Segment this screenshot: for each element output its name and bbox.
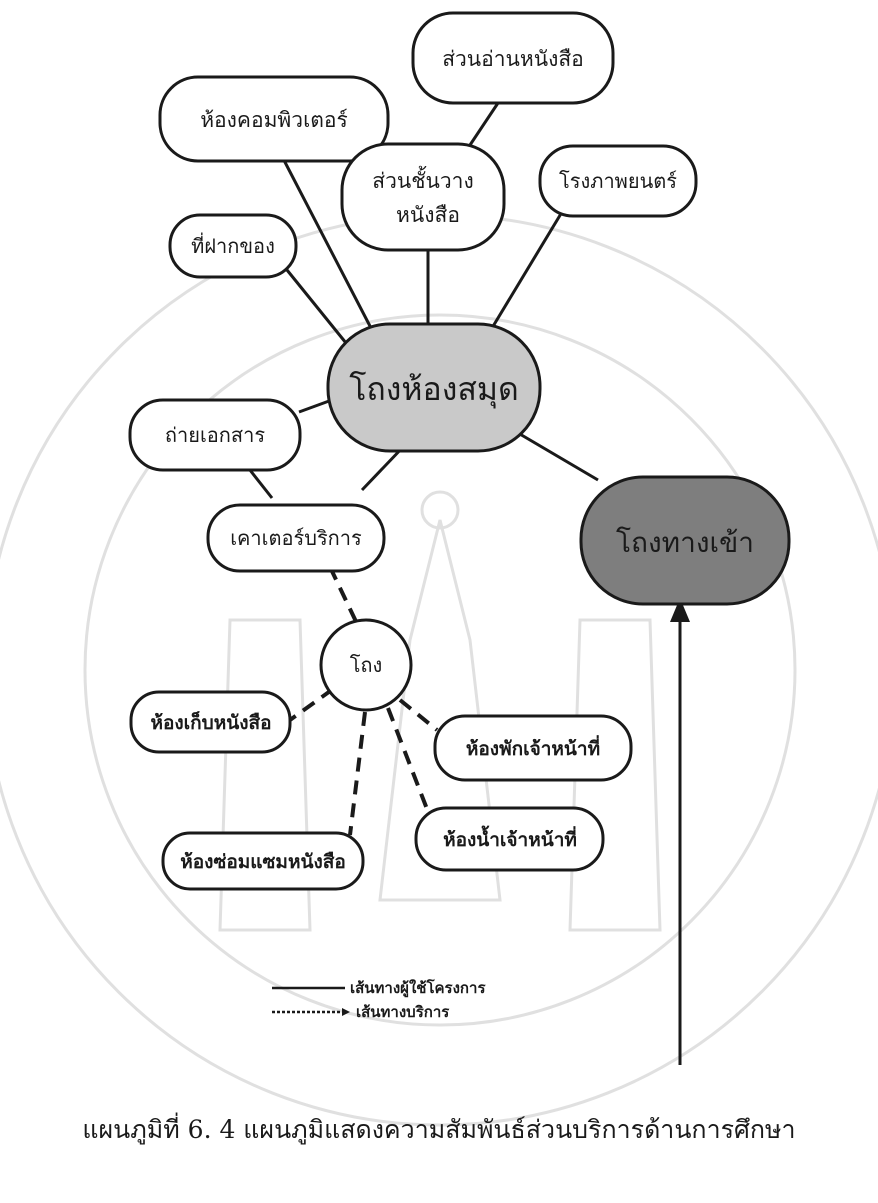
node-staff-lounge: ห้องพักเจ้าหน้าที่ xyxy=(433,714,633,782)
edge-cinema-to-libhall xyxy=(490,211,564,329)
node-computer-room: ห้องคอมพิวเตอร์ xyxy=(158,75,390,163)
node-staff-restroom-label: ห้องน้ำเจ้าหน้าที่ xyxy=(443,825,577,851)
legend-dashed-arrowhead xyxy=(342,1008,350,1016)
node-library-hall-label: โถงห้องสมุด xyxy=(349,370,519,409)
node-computer-room-label: ห้องคอมพิวเตอร์ xyxy=(200,108,348,132)
node-book-repair: ห้องซ่อมแซมหนังสือ xyxy=(161,831,365,891)
node-cinema-label: โรงภาพยนตร์ xyxy=(559,169,677,193)
edge-hall-to-repair xyxy=(348,711,367,836)
node-book-storage: ห้องเก็บหนังสือ xyxy=(129,690,292,754)
node-staff-restroom: ห้องน้ำเจ้าหน้าที่ xyxy=(414,806,605,872)
edge-counter-to-hall xyxy=(328,566,362,631)
node-locker: ที่ฝากของ xyxy=(168,213,298,279)
node-book-storage-label: ห้องเก็บหนังสือ xyxy=(150,710,271,734)
legend-service-route-label: เส้นทางบริการ xyxy=(356,1003,450,1021)
node-reading-area-label: ส่วนอ่านหนังสือ xyxy=(442,47,584,71)
node-service-counter: เคาเตอร์บริการ xyxy=(206,503,386,573)
node-entrance-hall: โถงทางเข้า xyxy=(579,475,791,606)
node-hall: โถง xyxy=(319,618,413,712)
edge-hall-to-lounge xyxy=(398,698,439,732)
edge-locker-to-libhall xyxy=(285,269,348,344)
node-service-counter-label: เคาเตอร์บริการ xyxy=(230,526,362,550)
node-reading-area: ส่วนอ่านหนังสือ xyxy=(411,11,615,105)
node-photocopy: ถ่ายเอกสาร xyxy=(128,398,302,472)
node-book-repair-label: ห้องซ่อมแซมหนังสือ xyxy=(180,851,346,873)
edge-reading-to-bookshelf xyxy=(466,102,500,149)
edge-computer-to-libhall xyxy=(272,140,374,331)
edge-hall-to-restroom xyxy=(386,707,434,823)
node-bookshelf-label-1: ส่วนชั้นวาง xyxy=(372,166,473,193)
edge-hall-to-storage xyxy=(288,687,335,722)
edge-libhall-to-entrance xyxy=(512,428,599,482)
user-route-arrowhead xyxy=(670,598,690,622)
node-hall-label: โถง xyxy=(350,653,383,677)
node-cinema: โรงภาพยนตร์ xyxy=(538,144,698,218)
service-route-connectors xyxy=(288,566,439,836)
node-photocopy-label: ถ่ายเอกสาร xyxy=(165,423,265,447)
node-entrance-hall-label: โถงทางเข้า xyxy=(616,526,754,559)
node-locker-label: ที่ฝากของ xyxy=(191,232,275,258)
node-library-hall: โถงห้องสมุด xyxy=(326,322,542,453)
node-bookshelf-label-2: หนังสือ xyxy=(396,203,460,227)
node-bookshelf: ส่วนชั้นวาง หนังสือ xyxy=(340,142,506,252)
legend: เส้นทางผู้ใช้โครงการ เส้นทางบริการ xyxy=(272,978,486,1021)
figure-caption: แผนภูมิที่ 6. 4 แผนภูมิแสดงความสัมพันธ์ส… xyxy=(82,1115,796,1144)
node-staff-lounge-label: ห้องพักเจ้าหน้าที่ xyxy=(466,735,600,760)
legend-user-route-label: เส้นทางผู้ใช้โครงการ xyxy=(350,978,486,998)
